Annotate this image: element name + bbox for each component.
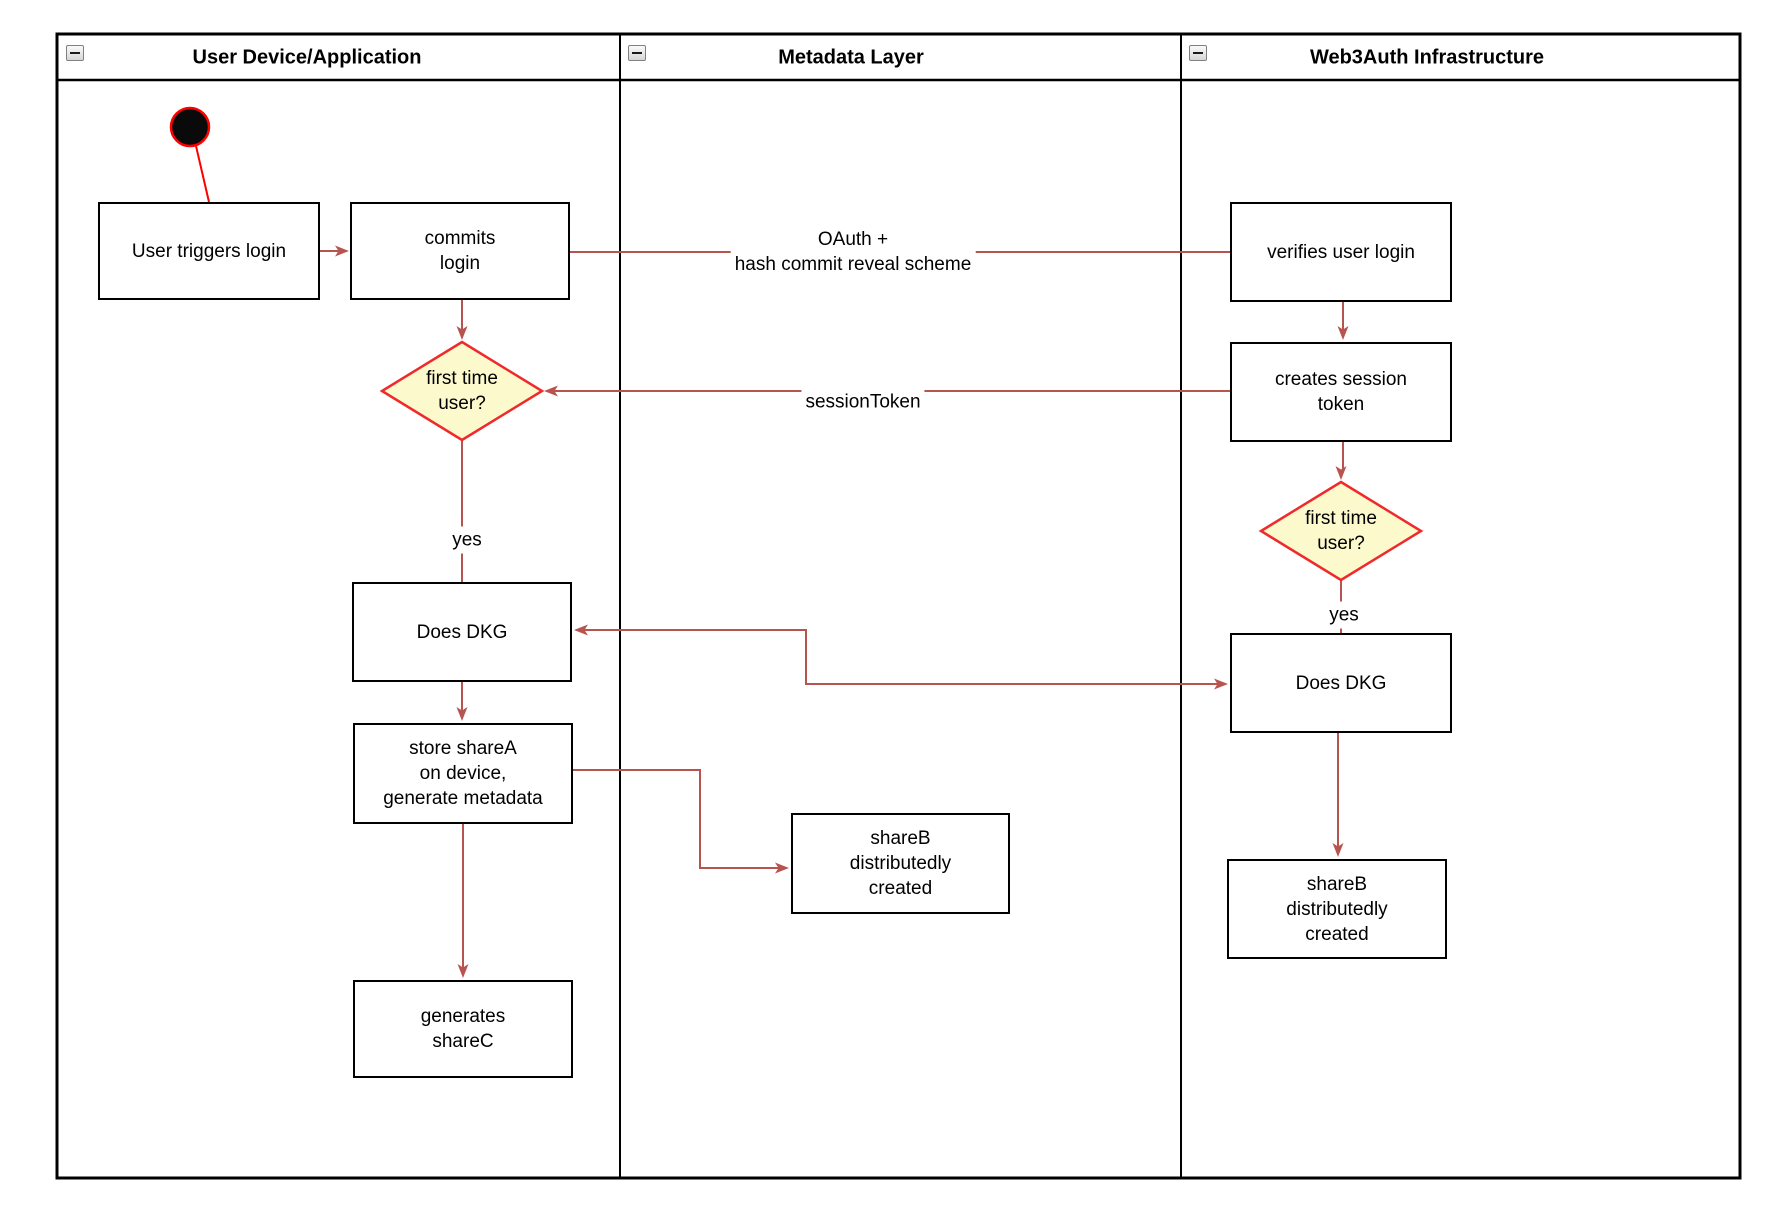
decision-device-label: first time user? [426,368,498,414]
edge-label-session-token: sessionToken [801,388,925,416]
edge-dkg-bidirectional [584,629,1219,685]
node-user-triggers-login-label: User triggers login [131,240,287,262]
collapse-lane-button-web3auth[interactable] [1189,45,1207,61]
node-creates-session-token-label: creates session token [1274,369,1407,415]
node-shareB-infra-label: shareB distributedly created [1286,873,1388,945]
swimlane-frame [55,32,1742,1180]
start-node[interactable] [169,106,211,148]
node-shareB-metadata[interactable]: shareB distributedly created [791,813,1010,914]
arrowheads [335,245,1349,978]
node-does-dkg-infra[interactable]: Does DKG [1230,633,1452,733]
edge-label-oauth: OAuth + hash commit reveal scheme [730,226,976,278]
decision-first-time-user-device[interactable] [379,340,545,442]
node-shareB-metadata-label: shareB distributedly created [849,828,952,899]
node-store-shareA[interactable]: store shareA on device, generate metadat… [353,723,573,824]
node-store-shareA-label: store shareA on device, generate metadat… [383,738,543,809]
arrowhead-into-store [456,707,468,721]
node-verifies-user-login[interactable]: verifies user login [1230,202,1452,302]
flow-edges [320,250,1344,969]
decision-first-time-user-infra[interactable] [1258,480,1424,582]
arrowhead-into-session [1337,326,1349,340]
edge-start-to-login [195,145,210,203]
node-generates-shareC-label: generates shareC [420,1006,506,1052]
node-verifies-user-login-label: verifies user login [1267,241,1415,263]
node-shareB-infra[interactable]: shareB distributedly created [1227,859,1447,959]
lane-title-metadata: Metadata Layer [778,46,924,69]
collapse-lane-button-metadata[interactable] [628,45,646,61]
node-creates-session-token[interactable]: creates session token [1230,342,1452,442]
collapse-lane-button-user-device[interactable] [66,45,84,61]
edge-store-to-shareB-metadata [573,769,780,869]
minus-icon [70,52,80,54]
lane-title-web3auth: Web3Auth Infrastructure [1309,46,1545,69]
edge-label-yes-device: yes [448,526,486,554]
node-does-dkg-device-label: Does DKG [416,621,508,643]
minus-icon [1193,52,1203,54]
arrowhead-into-commits [335,245,349,257]
decision-infra-label: first time user? [1305,508,1377,554]
node-does-dkg-device[interactable]: Does DKG [352,582,572,682]
arrowhead-into-shareB-metadata [775,862,789,874]
node-commits-login-label: commits login [424,228,496,274]
lane-title-user-device: User Device/Application [192,46,422,69]
arrowhead-into-shareC [457,964,469,978]
arrowhead-into-shareB-infra [1332,843,1344,857]
node-user-triggers-login[interactable]: User triggers login [98,202,320,300]
arrowhead-into-dkg-device [574,624,588,636]
arrowhead-into-dkg-infra [1214,678,1228,690]
node-does-dkg-infra-label: Does DKG [1295,672,1387,694]
minus-icon [632,52,642,54]
edge-label-yes-infra: yes [1325,601,1363,629]
arrowhead-session-into-decision [544,385,558,397]
arrowhead-into-decision-infra [1335,466,1347,480]
node-generates-shareC[interactable]: generates shareC [353,980,573,1078]
arrowhead-into-decision-device [456,326,468,340]
node-commits-login[interactable]: commits login [350,202,570,300]
